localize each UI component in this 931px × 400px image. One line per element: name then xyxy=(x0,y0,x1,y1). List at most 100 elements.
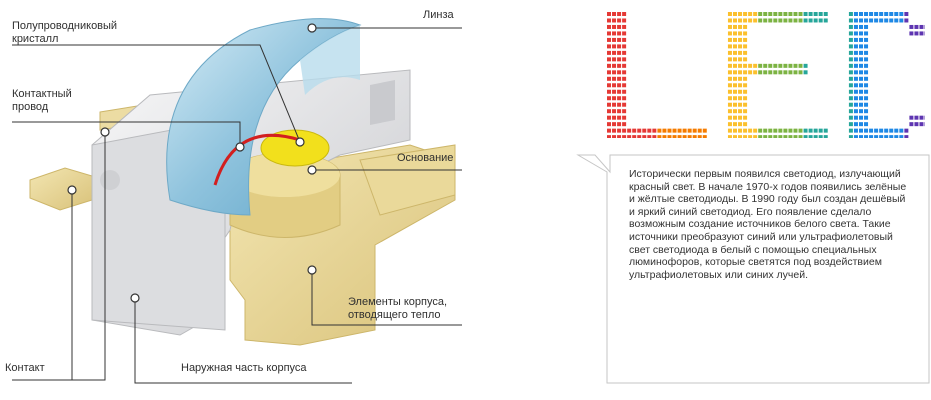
logo-dot xyxy=(743,89,748,94)
logo-dot xyxy=(612,115,617,120)
logo-dot xyxy=(853,44,858,49)
logo-dot xyxy=(889,12,894,16)
logo-dot xyxy=(738,109,743,114)
logo-dot xyxy=(612,50,617,55)
logo-dot xyxy=(733,50,737,55)
logo-dot xyxy=(894,12,899,16)
logo-dot xyxy=(727,109,732,114)
logo-dot xyxy=(743,115,748,120)
logo-dot xyxy=(889,135,894,138)
logo-dot xyxy=(853,102,858,107)
logo-dot xyxy=(914,122,919,127)
logo-dot xyxy=(733,96,737,101)
logo-dot xyxy=(793,63,798,68)
logo-dot xyxy=(919,31,924,36)
logo-dot xyxy=(738,83,743,88)
logo-dot xyxy=(783,70,788,75)
logo-dot xyxy=(853,109,858,114)
logo-dot xyxy=(607,31,611,36)
logo-dot xyxy=(874,18,879,23)
logo-dot xyxy=(853,83,858,88)
logo-dot xyxy=(859,102,863,107)
logo-dot xyxy=(607,115,611,120)
logo-dot xyxy=(859,24,863,29)
logo-dot xyxy=(889,18,894,23)
logo-dot xyxy=(607,96,611,101)
logo-dot xyxy=(727,12,732,16)
logo-dot xyxy=(859,12,863,16)
logo-dot xyxy=(803,128,808,133)
logo-dot xyxy=(879,12,884,16)
logo-dot xyxy=(848,128,853,133)
logo-dot xyxy=(904,135,909,138)
logo-dot xyxy=(869,135,874,138)
logo-dot xyxy=(622,12,627,16)
logo-dot xyxy=(657,128,662,133)
logo-dot xyxy=(738,50,743,55)
logo-dot xyxy=(687,135,692,138)
logo-dot xyxy=(738,135,743,138)
logo-dot xyxy=(823,12,828,16)
logo-dot xyxy=(607,135,611,138)
logo-dot xyxy=(919,122,924,127)
logo-dot xyxy=(733,44,737,49)
logo-dot xyxy=(622,70,627,75)
logo-dot xyxy=(808,18,813,23)
logo-dot xyxy=(733,12,737,16)
logo-dot xyxy=(768,135,773,138)
logo-dot xyxy=(743,76,748,81)
logo-dot xyxy=(864,76,869,81)
logo-dot xyxy=(617,109,622,114)
logo-dot xyxy=(773,135,778,138)
logo-dot xyxy=(617,31,622,36)
logo-dot xyxy=(657,135,662,138)
logo-dot xyxy=(919,24,924,29)
logo-dot xyxy=(864,89,869,94)
logo-dot xyxy=(727,89,732,94)
logo-dot xyxy=(874,12,879,16)
logo-dot xyxy=(859,63,863,68)
logo-dot xyxy=(612,109,617,114)
logo-dot xyxy=(884,128,889,133)
logo-dot xyxy=(859,128,863,133)
logo-dot xyxy=(667,135,672,138)
logo-dot xyxy=(853,37,858,42)
logo-dot xyxy=(768,12,773,16)
logo-dot xyxy=(622,128,627,133)
logo-dot xyxy=(733,57,737,62)
logo-dot xyxy=(733,63,737,68)
logo-dot xyxy=(697,135,702,138)
logo-dot xyxy=(798,12,803,16)
logo-dot xyxy=(617,24,622,29)
logo-dot xyxy=(753,128,758,133)
logo-dot xyxy=(823,18,828,23)
label-wire: Контактный провод xyxy=(12,88,72,113)
logo-dot xyxy=(738,128,743,133)
logo-dot xyxy=(753,63,758,68)
logo-dot xyxy=(848,135,853,138)
leader-lines xyxy=(12,27,462,384)
logo-dot xyxy=(778,128,783,133)
logo-dot xyxy=(793,135,798,138)
logo-dot xyxy=(622,96,627,101)
logo-dot xyxy=(727,37,732,42)
logo-dot xyxy=(848,102,853,107)
logo-dot xyxy=(914,31,919,36)
logo-dot xyxy=(682,128,687,133)
logo-dot xyxy=(738,37,743,42)
logo-dot xyxy=(758,135,763,138)
logo-dot xyxy=(813,12,818,16)
logo-dot xyxy=(783,135,788,138)
logo-dot xyxy=(864,83,869,88)
label-crystal: Полупроводниковый кристалл xyxy=(12,20,118,45)
logo-dot xyxy=(617,50,622,55)
logo-dot xyxy=(743,70,748,75)
logo-dot xyxy=(612,57,617,62)
logo-dot xyxy=(622,24,627,29)
logo-dot xyxy=(899,12,904,16)
logo-dot xyxy=(727,135,732,138)
logo-dot xyxy=(617,122,622,127)
logo-dot xyxy=(733,76,737,81)
logo-dot xyxy=(813,135,818,138)
logo-dot xyxy=(617,63,622,68)
